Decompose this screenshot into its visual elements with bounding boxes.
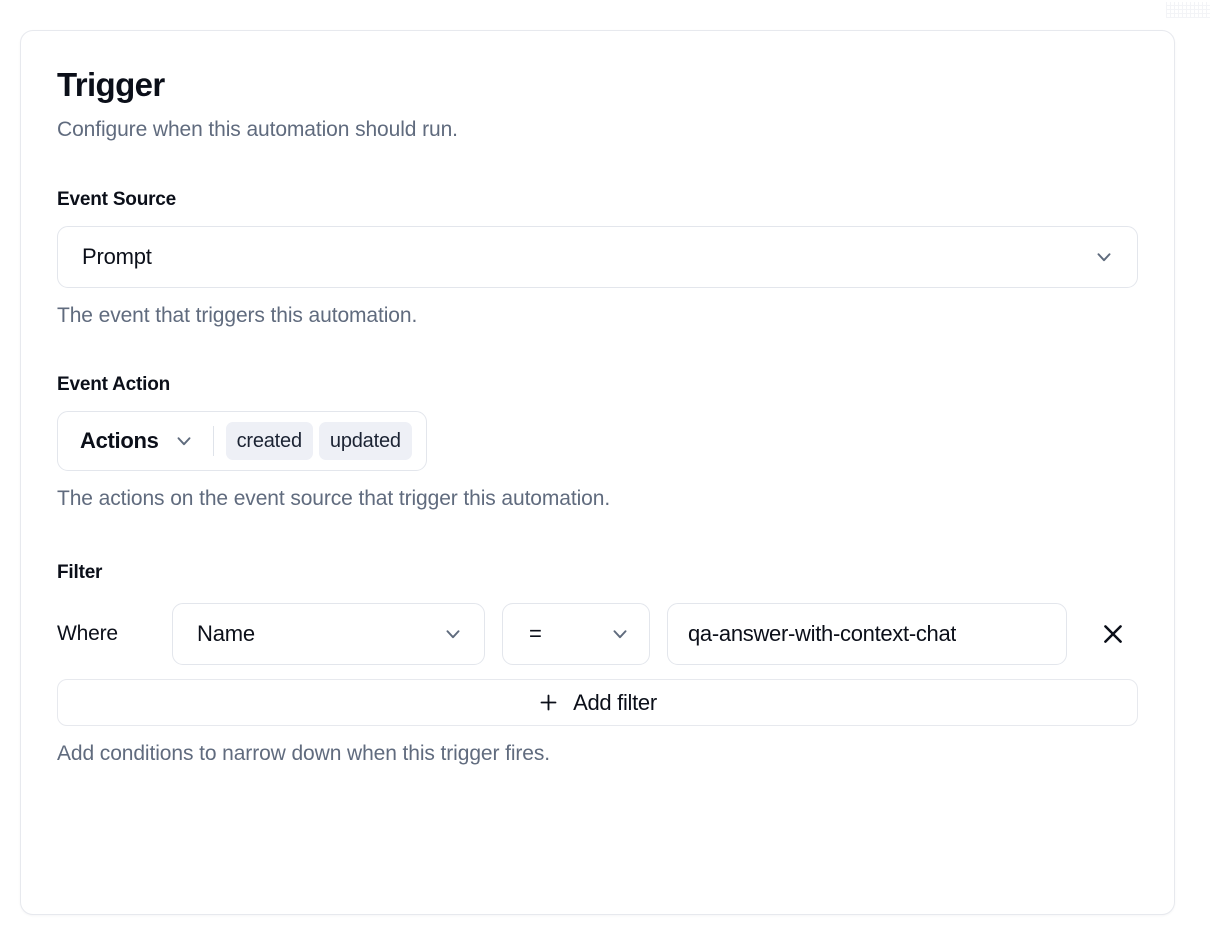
chevron-down-icon bbox=[1093, 246, 1115, 268]
filter-value-input[interactable]: qa-answer-with-context-chat bbox=[667, 603, 1067, 665]
chevron-down-icon bbox=[173, 430, 195, 452]
chip-updated[interactable]: updated bbox=[318, 422, 412, 460]
event-action-label: Event Action bbox=[57, 374, 171, 395]
divider bbox=[212, 426, 214, 456]
event-source-hint: The event that triggers this automation. bbox=[57, 304, 418, 327]
chevron-down-icon bbox=[442, 623, 464, 645]
where-label: Where bbox=[57, 622, 118, 645]
trigger-card: Trigger Configure when this automation s… bbox=[20, 30, 1175, 915]
filter-hint: Add conditions to narrow down when this … bbox=[57, 742, 551, 765]
filter-row: Where Name = qa-answer-with-context-chat bbox=[57, 603, 1138, 665]
page-title: Trigger bbox=[57, 66, 165, 103]
event-source-value: Prompt bbox=[82, 244, 152, 269]
filter-field-value: Name bbox=[197, 621, 255, 646]
event-action-hint: The actions on the event source that tri… bbox=[57, 487, 611, 510]
event-source-field: Event Source Prompt The event that trigg… bbox=[57, 188, 1138, 329]
filter-operator-select[interactable]: = bbox=[502, 603, 650, 665]
corner-artifact bbox=[1166, 2, 1210, 18]
chevron-down-icon bbox=[609, 623, 631, 645]
filter-field-select[interactable]: Name bbox=[172, 603, 485, 665]
plus-icon bbox=[538, 692, 559, 713]
filter-label: Filter bbox=[57, 562, 103, 583]
page-subtitle: Configure when this automation should ru… bbox=[57, 118, 458, 141]
filter-field: Filter Where Name = qa-answer-with-c bbox=[57, 561, 1138, 767]
event-action-field: Event Action Actions created updated The… bbox=[57, 373, 1138, 512]
remove-filter-button[interactable] bbox=[1096, 617, 1130, 651]
event-action-dropdown[interactable]: Actions bbox=[80, 428, 213, 454]
add-filter-button[interactable]: Add filter bbox=[57, 679, 1138, 726]
event-action-dropdown-label: Actions bbox=[80, 428, 159, 453]
add-filter-label: Add filter bbox=[573, 689, 657, 715]
event-source-label: Event Source bbox=[57, 189, 177, 210]
filter-operator-value: = bbox=[529, 621, 542, 646]
event-source-select[interactable]: Prompt bbox=[57, 226, 1138, 288]
chip-created[interactable]: created bbox=[225, 422, 313, 460]
event-action-combo: Actions created updated bbox=[57, 411, 427, 471]
filter-value-text: qa-answer-with-context-chat bbox=[688, 621, 957, 646]
event-action-chips: created updated bbox=[225, 422, 412, 460]
